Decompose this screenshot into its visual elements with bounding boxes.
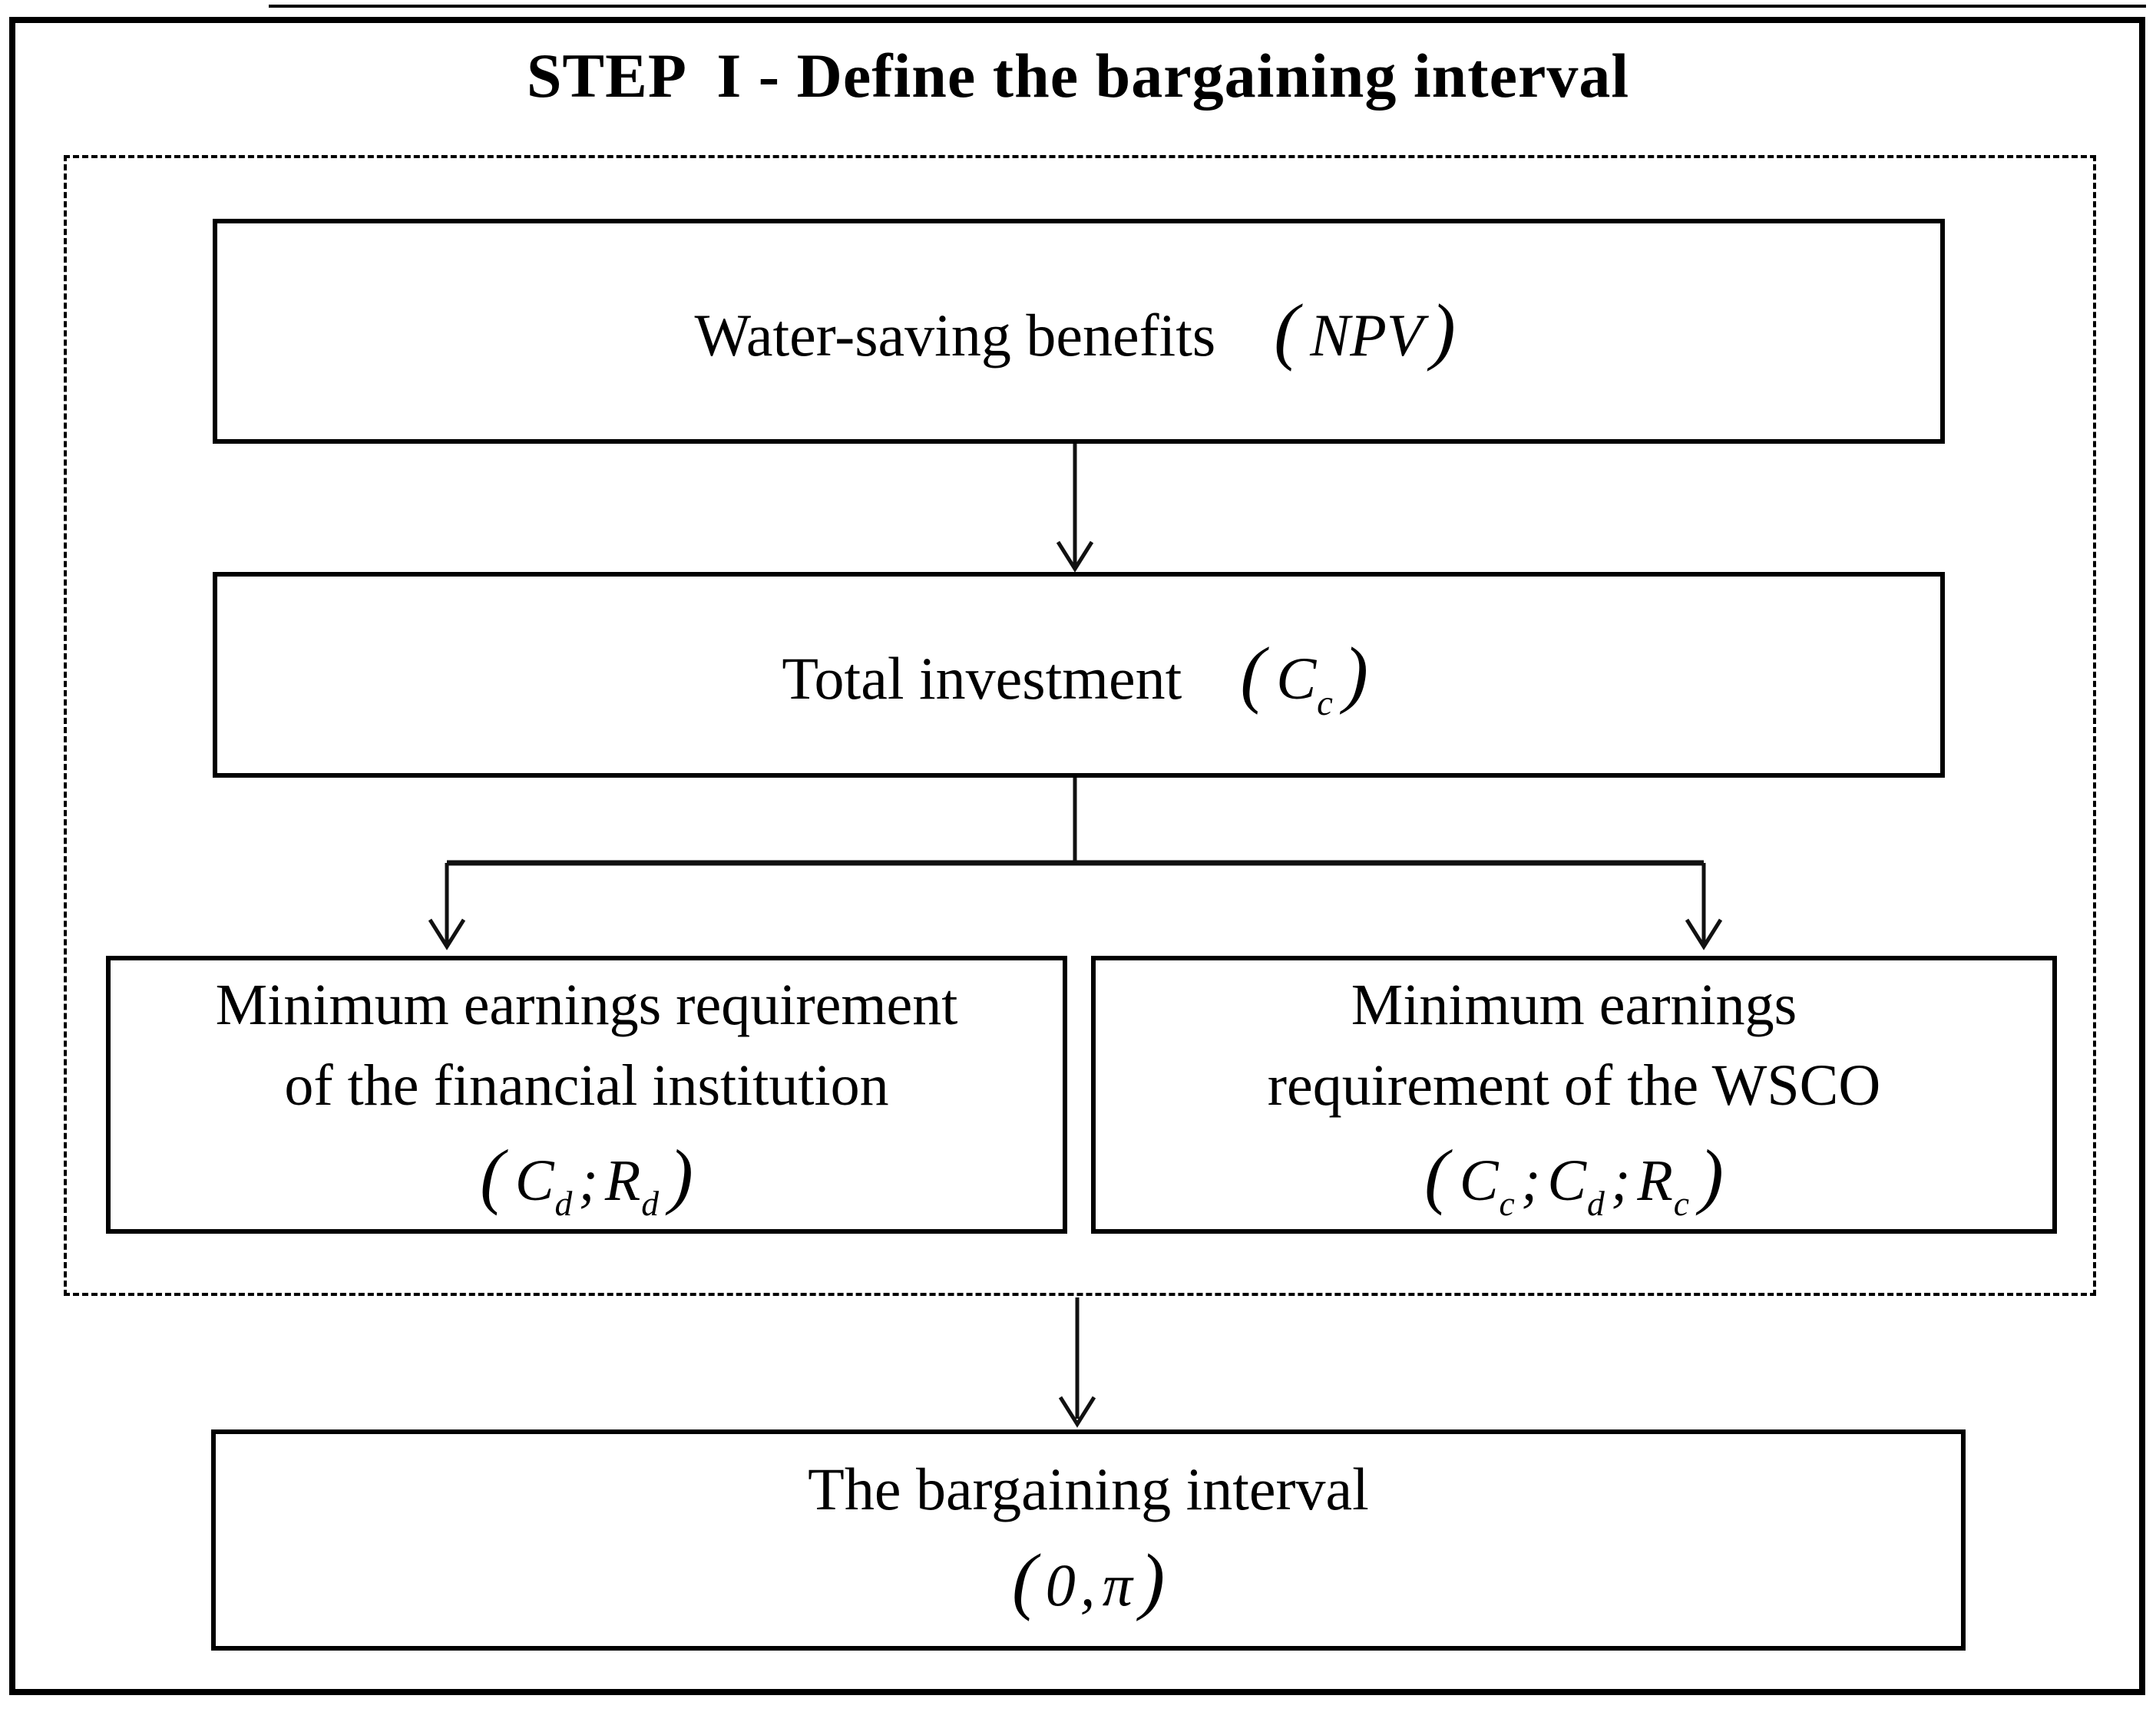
wsco-line2: requirement of the WSCO (1267, 1053, 1881, 1118)
box-financial-institution: Minimum earnings requirement of the fina… (106, 956, 1067, 1234)
step1-dashed-group (64, 155, 2096, 1296)
box-water-saving-benefits: Water-saving benefits (NPV) (213, 219, 1945, 444)
formula-interval: (0,π) (1011, 1538, 1166, 1622)
outer-frame (9, 17, 2145, 1695)
financial-line2: of the financial institution (284, 1053, 889, 1118)
box-total-investment: Total investment (Cc) (213, 572, 1945, 778)
formula-financial: (Cd;Rd) (480, 1134, 693, 1224)
top-scan-artifact-line (269, 5, 2146, 8)
bargaining-interval-label: The bargaining interval (808, 1456, 1369, 1523)
water-saving-benefits-label: Water-saving benefits (694, 301, 1216, 369)
formula-npv: (NPV) (1274, 289, 1456, 372)
step-title: STEP I - Define the bargaining interval (526, 41, 1630, 111)
box-bargaining-interval: The bargaining interval (0,π) (211, 1429, 1966, 1651)
total-investment-label: Total investment (782, 645, 1182, 712)
wsco-line1: Minimum earnings (1351, 972, 1797, 1037)
financial-line1: Minimum earnings requirement (215, 972, 958, 1037)
box-wsco: Minimum earnings requirement of the WSCO… (1091, 956, 2057, 1234)
formula-total-investment: (Cc) (1240, 633, 1368, 724)
formula-wsco: (Cc;Cd;Rc) (1424, 1134, 1724, 1224)
